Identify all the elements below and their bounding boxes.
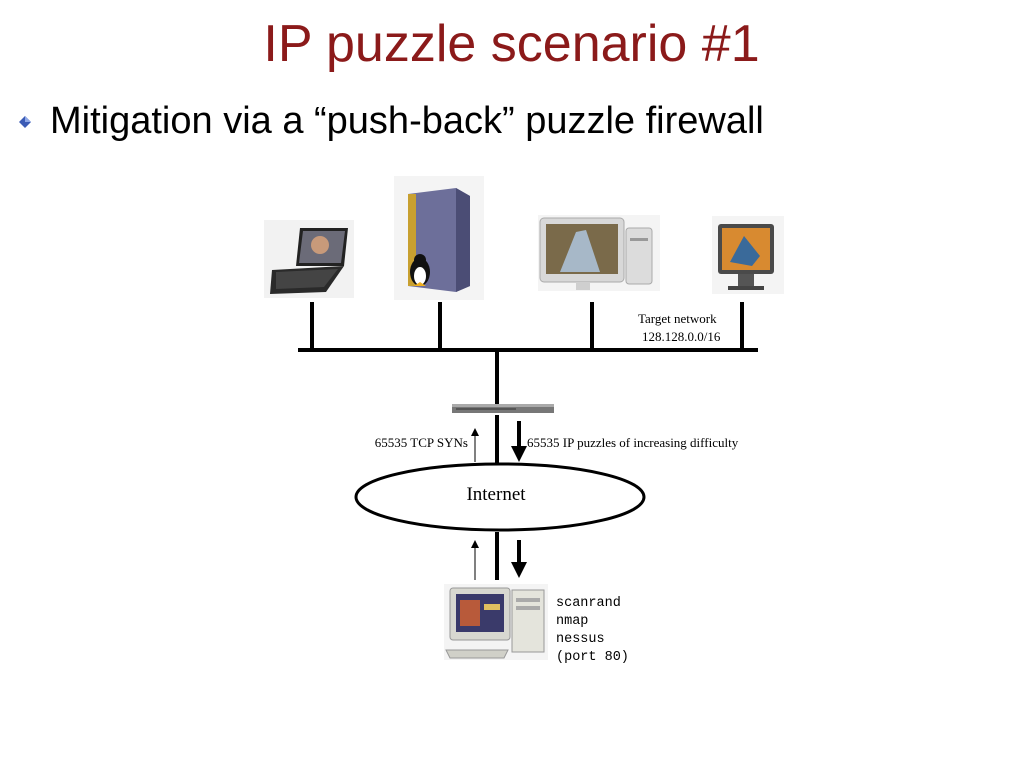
tool-nessus: nessus — [556, 632, 605, 647]
tcp-syn-label: 65535 TCP SYNs — [375, 435, 468, 450]
tool-scanrand: scanrand — [556, 596, 621, 611]
tool-port: (port 80) — [556, 650, 629, 665]
attacker-pc-icon — [444, 584, 548, 660]
linux-server-icon — [394, 176, 484, 300]
slide-title: IP puzzle scenario #1 — [263, 15, 760, 73]
bullet-text: Mitigation via a “push-back” puzzle fire… — [50, 100, 764, 142]
flat-monitor-icon — [712, 216, 784, 294]
internet-cloud — [354, 462, 646, 532]
laptop-icon — [264, 220, 354, 298]
puzzle-firewall-icon — [452, 404, 554, 413]
target-network-range: 128.128.0.0/16 — [642, 329, 721, 344]
mac-desktop-icon — [538, 215, 660, 291]
bullet-diamond-icon — [19, 115, 31, 128]
ip-puzzles-label: 65535 IP puzzles of increasing difficult… — [527, 435, 739, 450]
internet-label: Internet — [466, 484, 526, 505]
target-network-label: Target network — [638, 311, 717, 326]
bullet-item: Mitigation via a “push-back” puzzle fire… — [18, 100, 764, 143]
tool-nmap: nmap — [556, 614, 588, 629]
